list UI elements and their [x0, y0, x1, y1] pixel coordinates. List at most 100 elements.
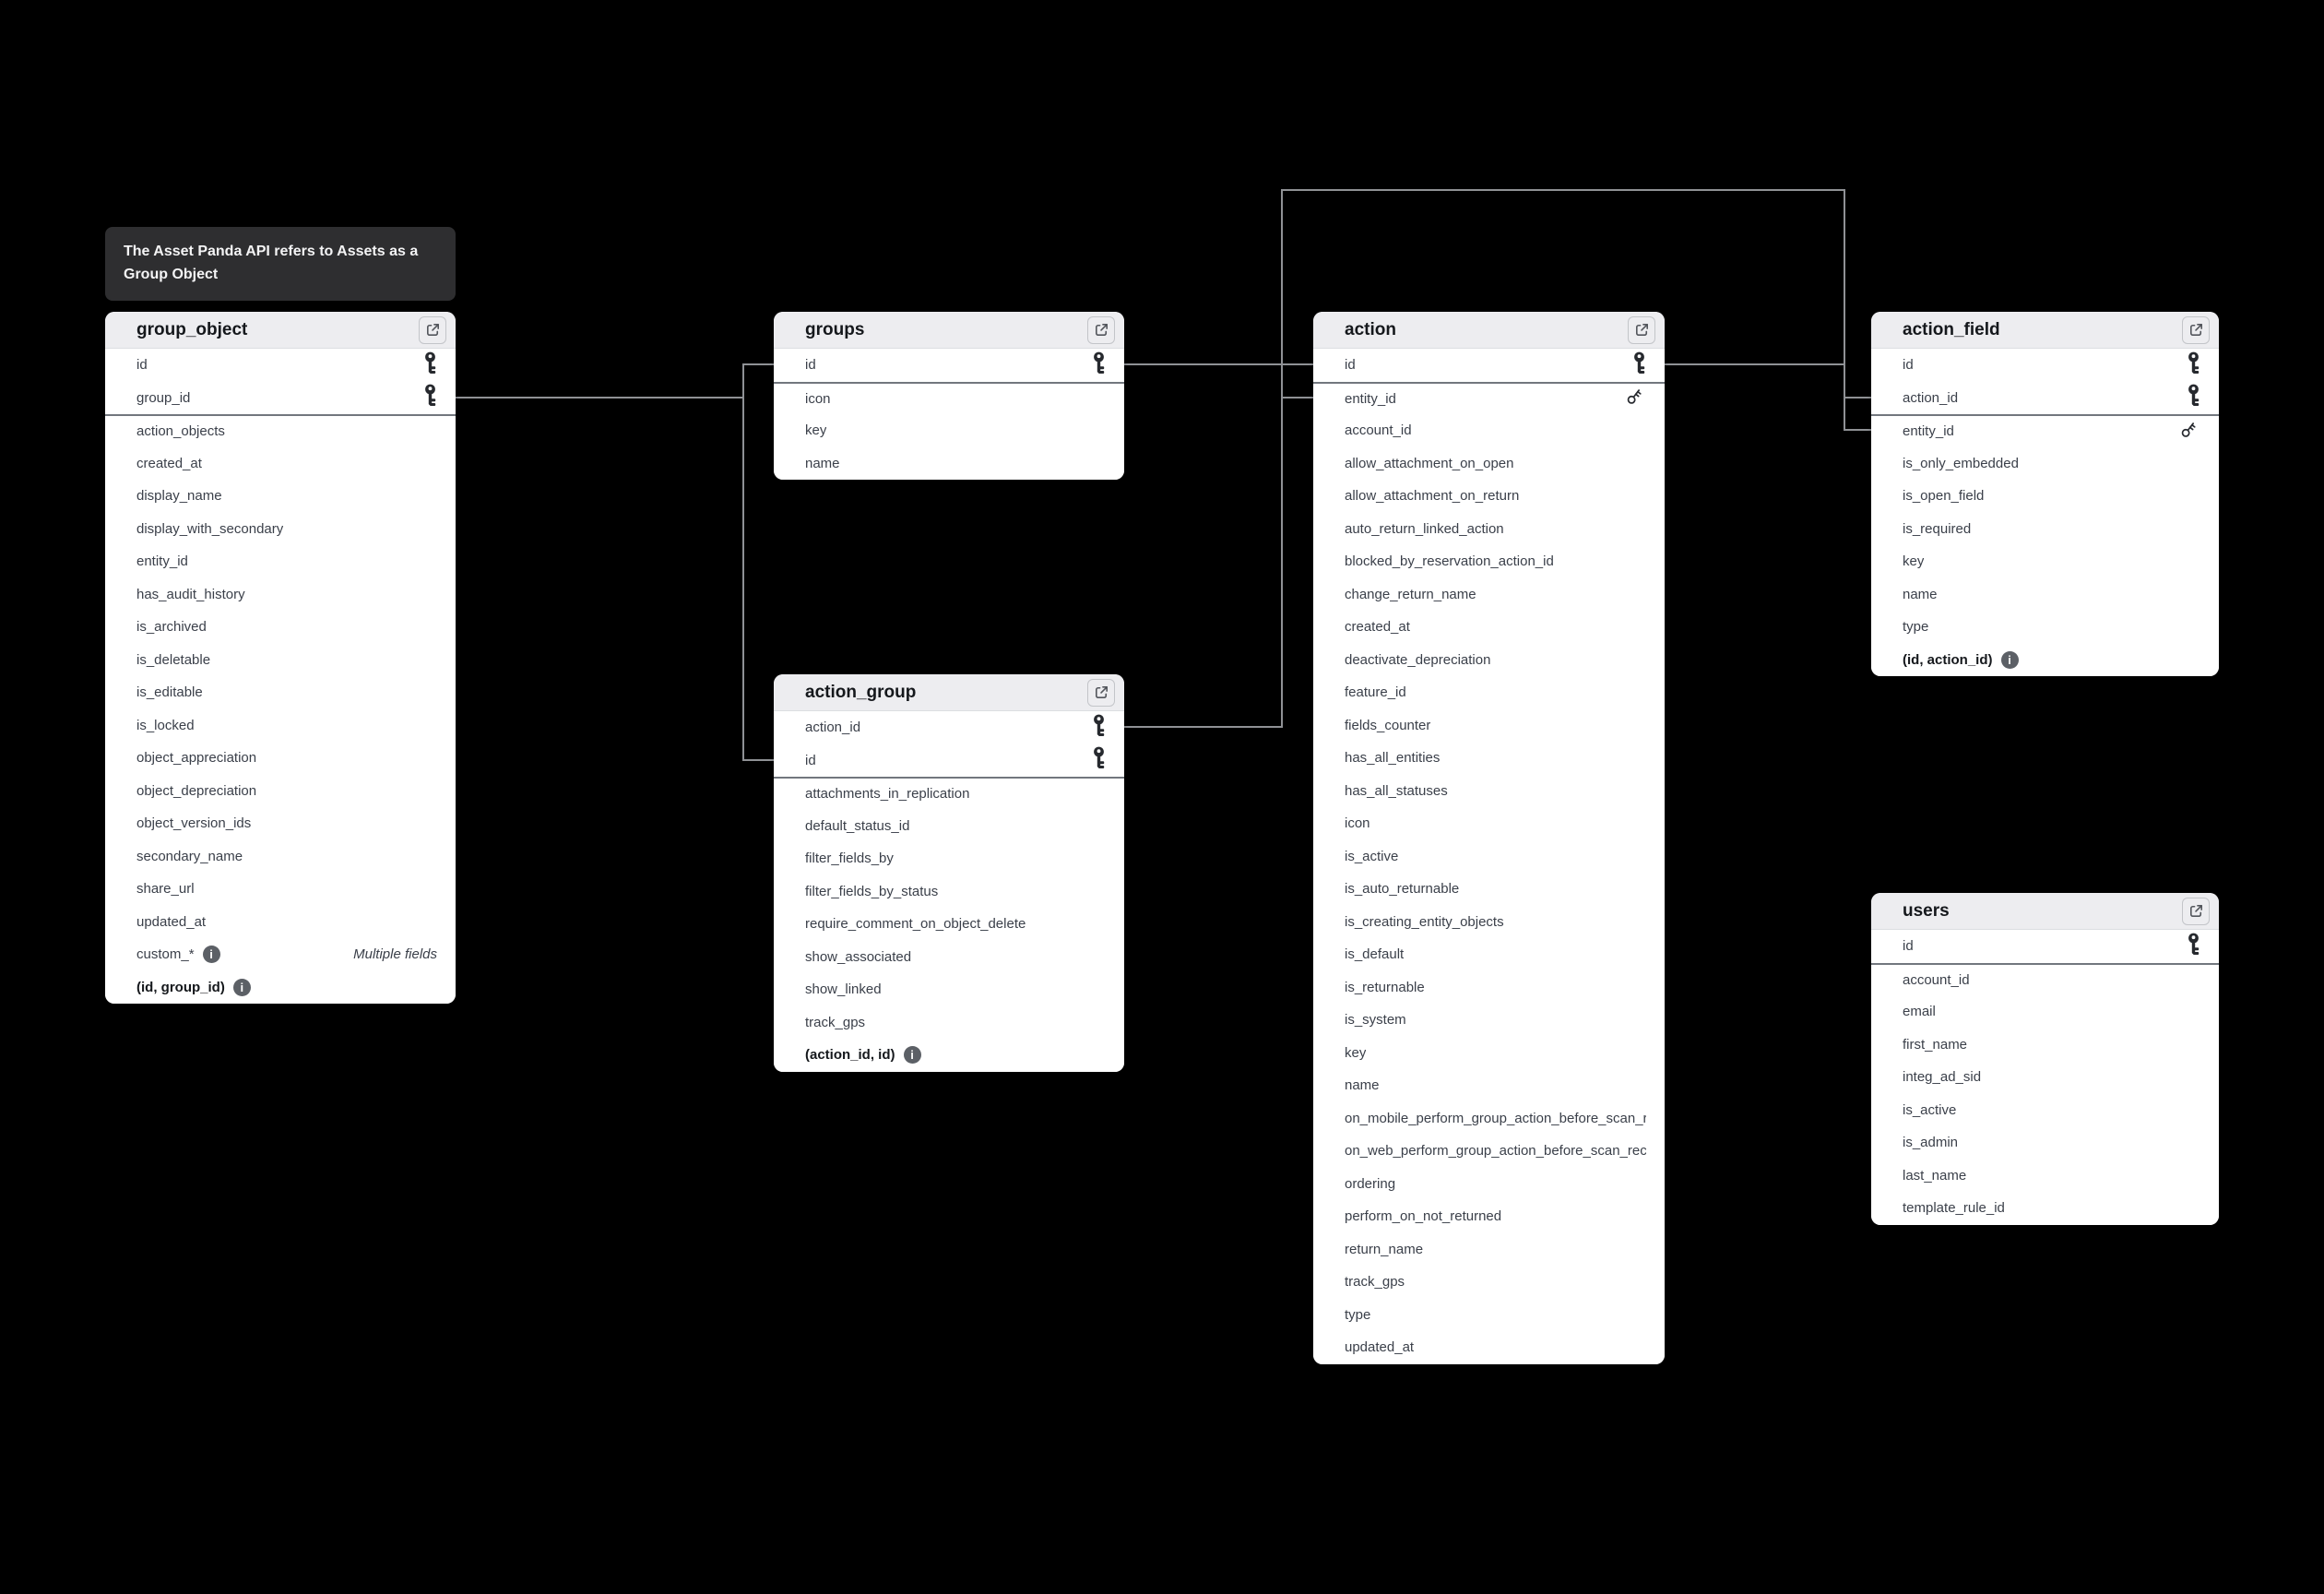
- field-row[interactable]: display_name: [105, 480, 456, 513]
- field-row[interactable]: integ_ad_sid: [1871, 1061, 2219, 1094]
- field-row[interactable]: type: [1871, 611, 2219, 644]
- field-row[interactable]: type: [1313, 1298, 1665, 1331]
- field-row[interactable]: action_id: [774, 711, 1124, 744]
- field-row[interactable]: updated_at: [1313, 1331, 1665, 1364]
- field-row[interactable]: has_all_statuses: [1313, 774, 1665, 807]
- field-row[interactable]: updated_at: [105, 905, 456, 938]
- info-icon: i: [202, 946, 220, 964]
- field-label: filter_fields_by_status: [805, 883, 939, 899]
- field-row[interactable]: track_gps: [774, 1005, 1124, 1039]
- field-row[interactable]: secondary_name: [105, 839, 456, 873]
- field-row[interactable]: change_return_name: [1313, 577, 1665, 611]
- field-row[interactable]: name: [1871, 577, 2219, 611]
- field-row[interactable]: blocked_by_reservation_action_id: [1313, 545, 1665, 578]
- field-row[interactable]: first_name: [1871, 1028, 2219, 1061]
- field-row[interactable]: entity_id: [105, 545, 456, 578]
- field-row[interactable]: auto_return_linked_action: [1313, 512, 1665, 545]
- field-row[interactable]: key: [1313, 1036, 1665, 1069]
- field-row[interactable]: share_url: [105, 873, 456, 906]
- field-row[interactable]: allow_attachment_on_return: [1313, 480, 1665, 513]
- field-row[interactable]: template_rule_id: [1871, 1192, 2219, 1225]
- field-row[interactable]: deactivate_depreciation: [1313, 643, 1665, 676]
- field-row[interactable]: filter_fields_by_status: [774, 874, 1124, 908]
- field-row[interactable]: is_system: [1313, 1004, 1665, 1037]
- field-row[interactable]: name: [1313, 1069, 1665, 1102]
- field-label: custom_*: [136, 946, 195, 963]
- field-row[interactable]: action_objects: [105, 414, 456, 447]
- field-row[interactable]: has_all_entities: [1313, 742, 1665, 775]
- field-label: template_rule_id: [1903, 1200, 2005, 1217]
- field-row[interactable]: entity_id: [1871, 414, 2219, 447]
- field-row[interactable]: entity_id: [1313, 381, 1665, 414]
- field-label: integ_ad_sid: [1903, 1069, 1982, 1086]
- field-row[interactable]: feature_id: [1313, 676, 1665, 709]
- table-header: users: [1871, 893, 2219, 930]
- field-row[interactable]: has_audit_history: [105, 577, 456, 611]
- field-row[interactable]: display_with_secondary: [105, 512, 456, 545]
- field-row[interactable]: track_gps: [1313, 1266, 1665, 1299]
- field-row[interactable]: perform_on_not_returned: [1313, 1200, 1665, 1233]
- field-row[interactable]: id: [1871, 349, 2219, 382]
- field-row[interactable]: ordering: [1313, 1167, 1665, 1200]
- field-row[interactable]: is_returnable: [1313, 970, 1665, 1004]
- key-icon: [1092, 351, 1106, 375]
- field-row[interactable]: is_archived: [105, 611, 456, 644]
- field-row[interactable]: attachments_in_replication: [774, 777, 1124, 810]
- field-row[interactable]: is_locked: [105, 708, 456, 742]
- field-row[interactable]: action_id: [1871, 381, 2219, 414]
- field-row[interactable]: created_at: [1313, 611, 1665, 644]
- field-row[interactable]: default_status_id: [774, 809, 1124, 842]
- field-row[interactable]: is_creating_entity_objects: [1313, 905, 1665, 938]
- field-row[interactable]: allow_attachment_on_open: [1313, 446, 1665, 480]
- field-row[interactable]: (action_id, id)i: [774, 1039, 1124, 1072]
- field-row[interactable]: created_at: [105, 446, 456, 480]
- open-table-button[interactable]: [1628, 315, 1655, 344]
- field-row[interactable]: show_associated: [774, 940, 1124, 973]
- field-row[interactable]: is_deletable: [105, 643, 456, 676]
- field-row[interactable]: id: [774, 743, 1124, 777]
- field-row[interactable]: is_only_embedded: [1871, 446, 2219, 480]
- field-row[interactable]: icon: [774, 381, 1124, 414]
- field-row[interactable]: key: [1871, 545, 2219, 578]
- field-row[interactable]: id: [1871, 930, 2219, 963]
- field-label: show_linked: [805, 981, 882, 998]
- field-row[interactable]: icon: [1313, 807, 1665, 840]
- field-row[interactable]: is_auto_returnable: [1313, 873, 1665, 906]
- open-table-button[interactable]: [1087, 315, 1115, 344]
- open-table-button[interactable]: [2182, 897, 2210, 925]
- field-row[interactable]: (id, action_id)i: [1871, 643, 2219, 676]
- field-row[interactable]: object_version_ids: [105, 807, 456, 840]
- field-row[interactable]: object_appreciation: [105, 742, 456, 775]
- field-row[interactable]: is_required: [1871, 512, 2219, 545]
- field-row[interactable]: account_id: [1313, 414, 1665, 447]
- field-row[interactable]: id: [1313, 349, 1665, 382]
- field-row[interactable]: key: [774, 414, 1124, 447]
- field-row[interactable]: group_id: [105, 381, 456, 414]
- field-row[interactable]: show_linked: [774, 973, 1124, 1006]
- open-table-button[interactable]: [2182, 315, 2210, 344]
- field-row[interactable]: is_default: [1313, 938, 1665, 971]
- open-table-button[interactable]: [1087, 678, 1115, 707]
- field-row[interactable]: fields_counter: [1313, 708, 1665, 742]
- field-row[interactable]: on_web_perform_group_action_before_scan_…: [1313, 1135, 1665, 1168]
- field-row[interactable]: return_name: [1313, 1232, 1665, 1266]
- field-row[interactable]: id: [774, 349, 1124, 382]
- field-row[interactable]: name: [774, 446, 1124, 480]
- open-table-button[interactable]: [419, 315, 446, 344]
- field-row[interactable]: last_name: [1871, 1159, 2219, 1192]
- field-row[interactable]: object_depreciation: [105, 774, 456, 807]
- field-row[interactable]: require_comment_on_object_delete: [774, 908, 1124, 941]
- field-row[interactable]: on_mobile_perform_group_action_before_sc…: [1313, 1101, 1665, 1135]
- field-row[interactable]: filter_fields_by: [774, 842, 1124, 875]
- field-row[interactable]: (id, group_id)i: [105, 970, 456, 1004]
- field-row[interactable]: is_admin: [1871, 1126, 2219, 1160]
- field-row[interactable]: is_open_field: [1871, 480, 2219, 513]
- field-label: return_name: [1345, 1241, 1424, 1257]
- field-row[interactable]: email: [1871, 995, 2219, 1029]
- field-row[interactable]: is_active: [1313, 839, 1665, 873]
- field-row[interactable]: id: [105, 349, 456, 382]
- field-row[interactable]: account_id: [1871, 962, 2219, 995]
- field-row[interactable]: is_active: [1871, 1093, 2219, 1126]
- field-row[interactable]: is_editable: [105, 676, 456, 709]
